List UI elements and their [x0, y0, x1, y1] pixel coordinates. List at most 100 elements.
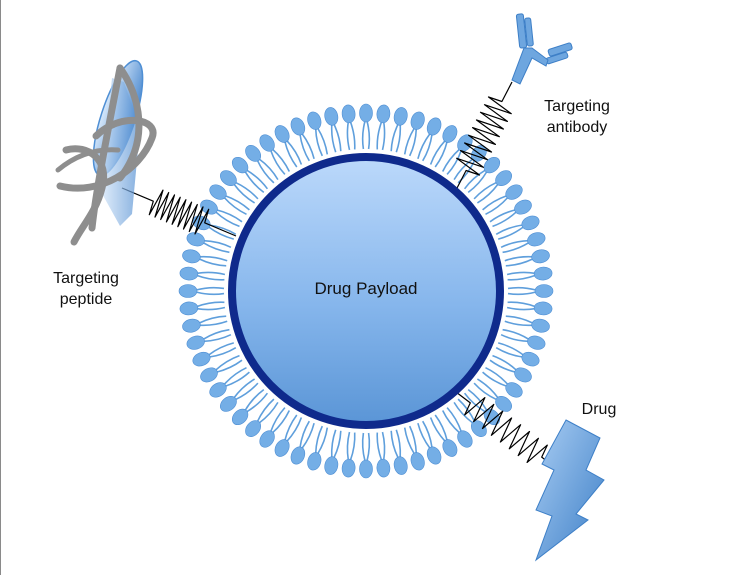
lipid-head	[341, 458, 356, 478]
targeting-antibody-line2: antibody	[546, 119, 608, 136]
lipid-head	[274, 439, 290, 457]
lipid-molecule	[500, 328, 546, 350]
drug-payload-label: Drug Payload	[314, 279, 418, 298]
lipid-tail	[196, 274, 225, 281]
lipid-molecule	[390, 107, 408, 153]
lipid-tail	[195, 291, 225, 296]
lipid-head	[533, 301, 553, 316]
lipid-tail	[349, 432, 356, 461]
lipid-head	[200, 199, 218, 215]
lipid-molecule	[179, 301, 226, 316]
lipid-molecule	[290, 420, 315, 465]
lipid-tail	[422, 420, 433, 448]
lipid-molecule	[507, 284, 554, 298]
lipid-head	[179, 266, 199, 281]
lipid-tail	[333, 430, 342, 459]
lipid-tail	[215, 354, 240, 371]
lipid-tail	[506, 306, 536, 311]
lipid-molecule	[390, 429, 408, 475]
lipid-molecule	[359, 432, 373, 479]
lipid-molecule	[489, 354, 532, 383]
lipid-molecule	[429, 125, 458, 168]
lipid-head	[290, 446, 306, 465]
lipid-head	[514, 199, 532, 215]
lipid-tail	[233, 378, 256, 399]
lipid-molecule	[403, 425, 425, 471]
lipid-molecule	[209, 184, 250, 216]
lipid-molecule	[495, 215, 540, 240]
lipid-tail	[446, 149, 463, 175]
lipid-tail	[196, 271, 226, 276]
lipid-tail	[284, 141, 298, 168]
lipid-head	[410, 452, 425, 471]
lipid-tail	[256, 159, 275, 184]
lipid-molecule	[473, 378, 512, 412]
lipid-tail	[441, 410, 461, 434]
lipid-tail	[258, 158, 279, 181]
lipid-tail	[473, 181, 498, 200]
lipid-head	[259, 430, 275, 448]
lipid-tail	[203, 239, 232, 249]
lipid-tail	[199, 320, 228, 327]
lipid-molecule	[376, 431, 391, 478]
lipid-molecule	[341, 104, 356, 151]
lipid-head	[209, 184, 227, 200]
lipid-tail	[234, 181, 259, 200]
lipid-molecule	[482, 366, 523, 398]
lipid-head	[393, 107, 408, 126]
lipid-tail	[316, 427, 329, 455]
lipid-head	[505, 382, 523, 398]
lipid-tail	[258, 401, 279, 424]
lipid-molecule	[506, 266, 553, 281]
lipid-molecule	[209, 366, 250, 398]
lipid-tail	[485, 196, 509, 216]
antibody-y-icon	[511, 13, 573, 85]
lipid-tail	[429, 140, 446, 165]
lipid-tail	[286, 140, 303, 165]
lipid-tail	[502, 328, 530, 341]
lipid-molecule	[463, 388, 501, 426]
lipid-tail	[507, 301, 536, 308]
lipid-molecule	[231, 156, 269, 194]
lipid-head	[341, 104, 356, 124]
lipid-tail	[346, 121, 351, 151]
lipid-tail	[482, 371, 508, 388]
lipid-tail	[502, 241, 530, 254]
lipid-head	[483, 408, 501, 426]
lipid-tail	[504, 320, 533, 327]
lipid-head	[426, 446, 442, 465]
lipid-tail	[199, 255, 228, 262]
lipid-tail	[467, 388, 488, 411]
lipid-tail	[473, 382, 498, 401]
lipid-head	[182, 318, 201, 333]
linkers	[121, 81, 557, 469]
lipid-tail	[246, 169, 269, 190]
lipid-molecule	[473, 170, 512, 204]
lipid-molecule	[489, 199, 532, 228]
lipid-tail	[500, 239, 529, 249]
lipid-tail	[434, 414, 448, 441]
lipid-tail	[463, 169, 486, 190]
lipid-tail	[446, 407, 463, 433]
lipid-tail	[361, 120, 366, 150]
lipid-tail	[233, 183, 256, 204]
lipid-head	[307, 452, 322, 471]
lipid-tail	[376, 432, 383, 461]
lipid-tail	[495, 347, 523, 358]
lipid-head	[245, 420, 262, 437]
lipid-tail	[434, 141, 448, 168]
lipid-tail	[376, 121, 383, 150]
lipid-molecule	[341, 431, 356, 478]
lipid-molecule	[290, 117, 315, 162]
lipid-tail	[234, 382, 259, 401]
left-edge-line	[0, 0, 1, 575]
lipid-tail	[202, 328, 230, 341]
lipid-tail	[482, 194, 508, 211]
drug-payload-core	[228, 153, 504, 429]
lipid-tail	[453, 158, 474, 181]
lipid-head	[495, 395, 512, 412]
lipid-molecule	[259, 407, 291, 448]
lipid-molecule	[504, 315, 550, 333]
lipid-tail	[349, 121, 356, 150]
